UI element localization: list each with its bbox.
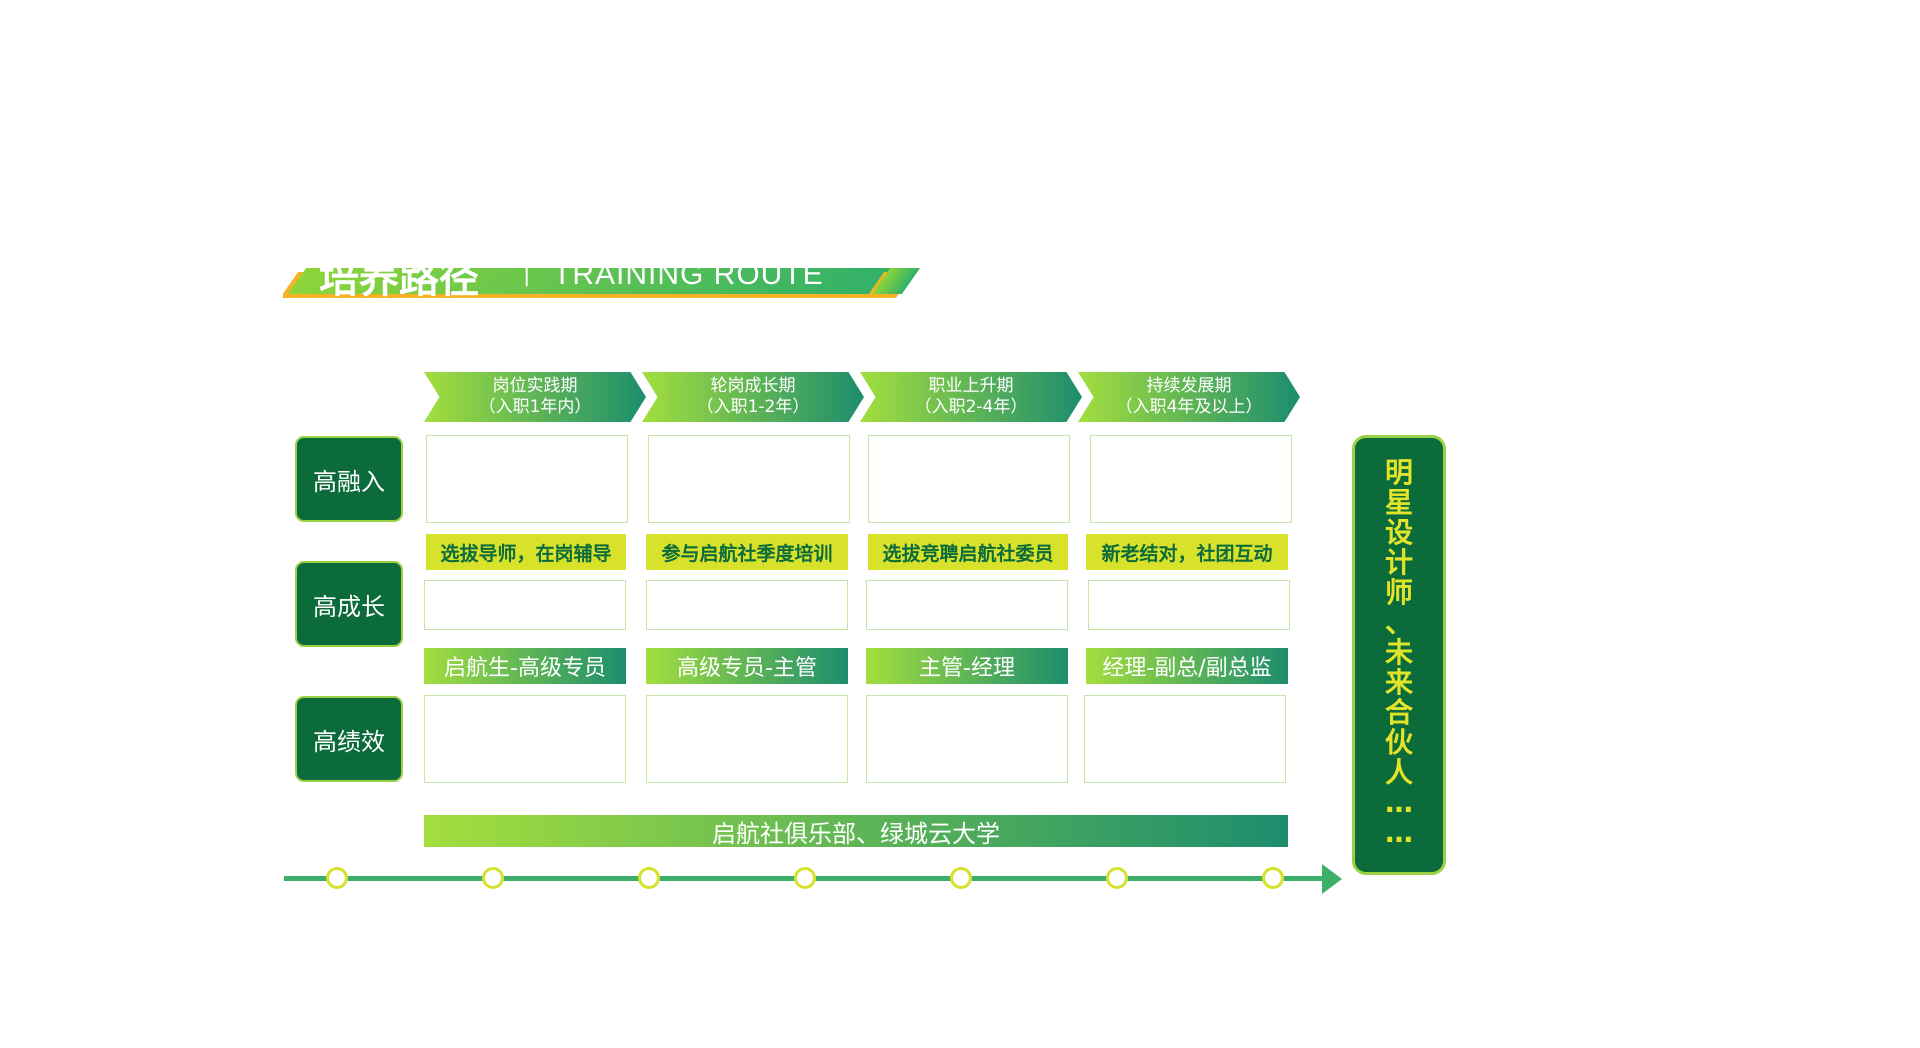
phase-1: 岗位实践期 （入职1年内） <box>424 372 646 422</box>
cell-r1-c1 <box>426 435 628 523</box>
level-3: 主管-经理 <box>866 648 1068 684</box>
goal-char: 星 <box>1384 486 1413 519</box>
goal-text: 明 星 设 计 师 、 未 来 合 伙 人 … … <box>1355 458 1443 848</box>
goal-char: 设 <box>1384 516 1413 549</box>
phase-3-name: 职业上升期 <box>928 376 1014 396</box>
goal-ellipsis: … <box>1385 786 1413 819</box>
goal-char: 来 <box>1384 666 1413 699</box>
cell-r1-c3 <box>868 435 1070 523</box>
goal-char: 未 <box>1384 636 1413 669</box>
goal-char: 明 <box>1384 456 1413 489</box>
timeline-dot <box>482 867 504 889</box>
goal-char: 合 <box>1384 696 1413 729</box>
row-label-integration: 高融入 <box>295 436 403 522</box>
phase-2-period: （入职1-2年） <box>696 397 810 417</box>
cell-r2-c1 <box>424 580 626 630</box>
timeline-dot <box>638 867 660 889</box>
goal-char: 伙 <box>1384 726 1413 759</box>
goal-char: 、 <box>1384 606 1413 639</box>
cell-r1-c4 <box>1090 435 1292 523</box>
cell-r3-c4 <box>1084 695 1286 783</box>
timeline-dot <box>1262 867 1284 889</box>
goal-box: 明 星 设 计 师 、 未 来 合 伙 人 … … <box>1352 435 1446 875</box>
phase-3-period: （入职2-4年） <box>914 397 1028 417</box>
cell-r3-c1 <box>424 695 626 783</box>
bottom-bar: 启航社俱乐部、绿城云大学 <box>424 815 1288 848</box>
title-en: TRAINING ROUTE <box>553 268 824 291</box>
strip-4: 新老结对，社团互动 <box>1086 534 1288 570</box>
phase-1-name: 岗位实践期 <box>492 376 578 396</box>
cell-r2-c4 <box>1088 580 1290 630</box>
phase-4-name: 持续发展期 <box>1146 376 1232 396</box>
phase-2: 轮岗成长期 （入职1-2年） <box>642 372 864 422</box>
cell-r2-c3 <box>866 580 1068 630</box>
timeline-dot <box>794 867 816 889</box>
strip-3: 选拔竞聘启航社委员 <box>868 534 1068 570</box>
goal-char: 人 <box>1384 756 1413 789</box>
timeline-dot <box>1106 867 1128 889</box>
strip-1: 选拔导师，在岗辅导 <box>426 534 626 570</box>
phase-3: 职业上升期 （入职2-4年） <box>860 372 1082 422</box>
level-1: 启航生-高级专员 <box>424 648 626 684</box>
title-banner: 培养路径 | TRAINING ROUTE <box>283 268 923 304</box>
timeline-arrow-icon <box>1322 864 1342 894</box>
cell-r3-c3 <box>866 695 1068 783</box>
timeline-dot <box>950 867 972 889</box>
level-2: 高级专员-主管 <box>646 648 848 684</box>
row-label-performance: 高绩效 <box>295 696 403 782</box>
row-label-growth: 高成长 <box>295 561 403 647</box>
goal-ellipsis: … <box>1385 816 1413 849</box>
goal-char: 计 <box>1384 546 1413 579</box>
goal-char: 师 <box>1384 576 1413 609</box>
title-separator: | <box>523 268 531 287</box>
level-4: 经理-副总/副总监 <box>1086 648 1288 684</box>
phase-2-name: 轮岗成长期 <box>710 376 796 396</box>
phase-1-period: （入职1年内） <box>478 397 592 417</box>
cell-r3-c2 <box>646 695 848 783</box>
title-cn: 培养路径 <box>319 268 479 302</box>
strip-2: 参与启航社季度培训 <box>646 534 848 570</box>
timeline-dot <box>326 867 348 889</box>
phase-4: 持续发展期 （入职4年及以上） <box>1078 372 1300 422</box>
cell-r2-c2 <box>646 580 848 630</box>
cell-r1-c2 <box>648 435 850 523</box>
phase-4-period: （入职4年及以上） <box>1115 397 1263 417</box>
